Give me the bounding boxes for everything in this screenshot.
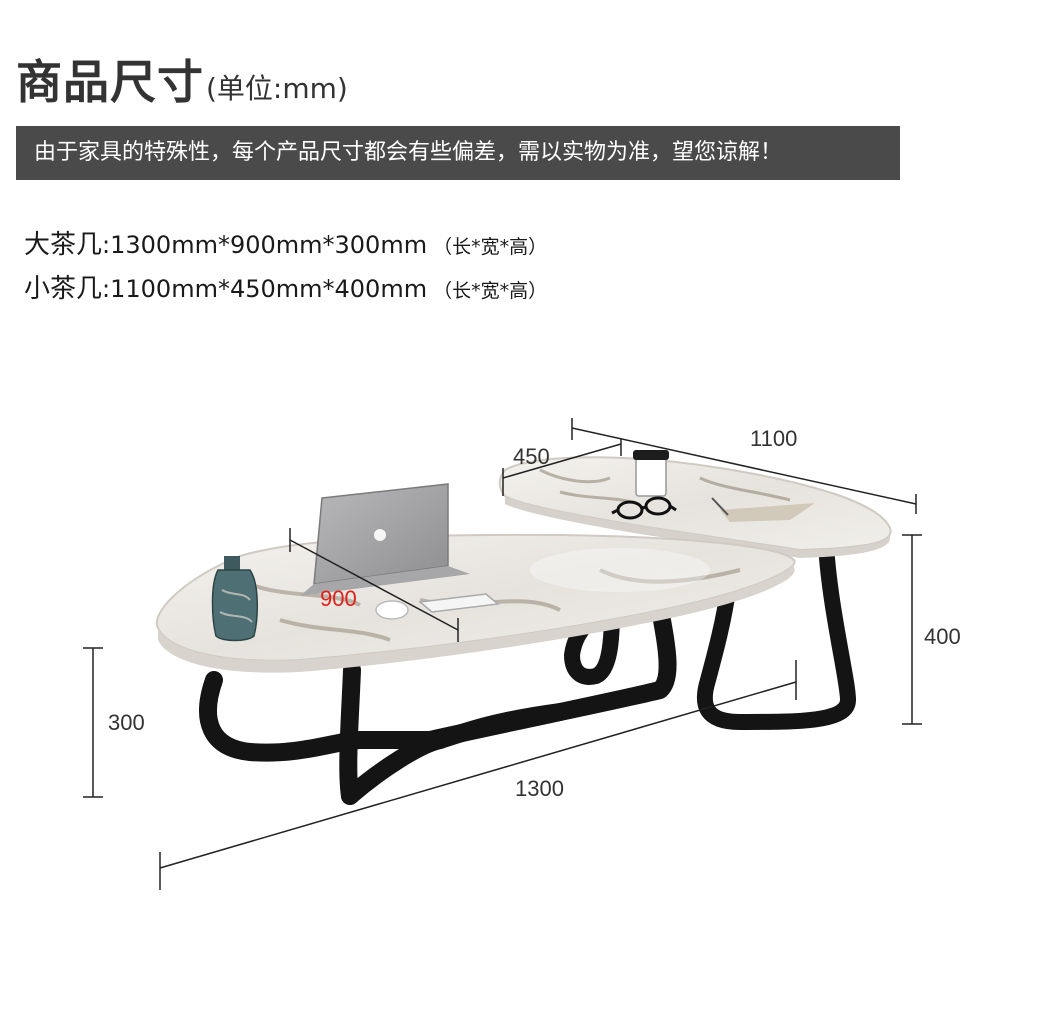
- mouse-icon: [375, 600, 409, 620]
- dim-large-length: 1300: [515, 776, 564, 801]
- spec-small-dims: 1100mm*450mm*400mm: [110, 275, 428, 303]
- dimension-lines: [83, 418, 922, 890]
- phone-icon: [418, 593, 500, 613]
- page-title: 商品尺寸: [16, 55, 204, 109]
- small-table-legs: [564, 537, 856, 730]
- dim-large-width: 900: [320, 586, 357, 611]
- vase-icon: [211, 556, 259, 642]
- unit-label: (单位:mm): [206, 72, 348, 105]
- dim-small-width: 450: [513, 444, 550, 469]
- spec-small-note: （长*宽*高）: [433, 280, 548, 302]
- large-table-legs: [199, 601, 677, 805]
- notice-banner: 由于家具的特殊性，每个产品尺寸都会有些偏差，需以实物为准，望您谅解！: [16, 126, 900, 180]
- dim-small-length: 1100: [750, 426, 797, 451]
- spec-small-table: 小茶几:1100mm*450mm*400mm（长*宽*高）: [24, 274, 548, 304]
- laptop-icon: [300, 483, 470, 596]
- spec-small-label: 小茶几: [24, 274, 103, 304]
- coffee-table-illustration: 1100 450 400 900 300 1300: [83, 418, 961, 890]
- spec-large-label: 大茶几: [24, 230, 103, 260]
- pen-icon: [711, 497, 729, 516]
- glasses-icon: [611, 496, 677, 520]
- dim-large-height: 300: [108, 710, 145, 735]
- spec-large-dims: 1300mm*900mm*300mm: [110, 231, 428, 259]
- spec-large-note: （长*宽*高）: [433, 236, 548, 258]
- page-title-row: 商品尺寸 (单位:mm): [16, 46, 348, 112]
- dim-small-height: 400: [924, 624, 961, 649]
- coffee-cup-icon: [633, 450, 669, 497]
- spec-large-table: 大茶几:1300mm*900mm*300mm（长*宽*高）: [24, 230, 548, 260]
